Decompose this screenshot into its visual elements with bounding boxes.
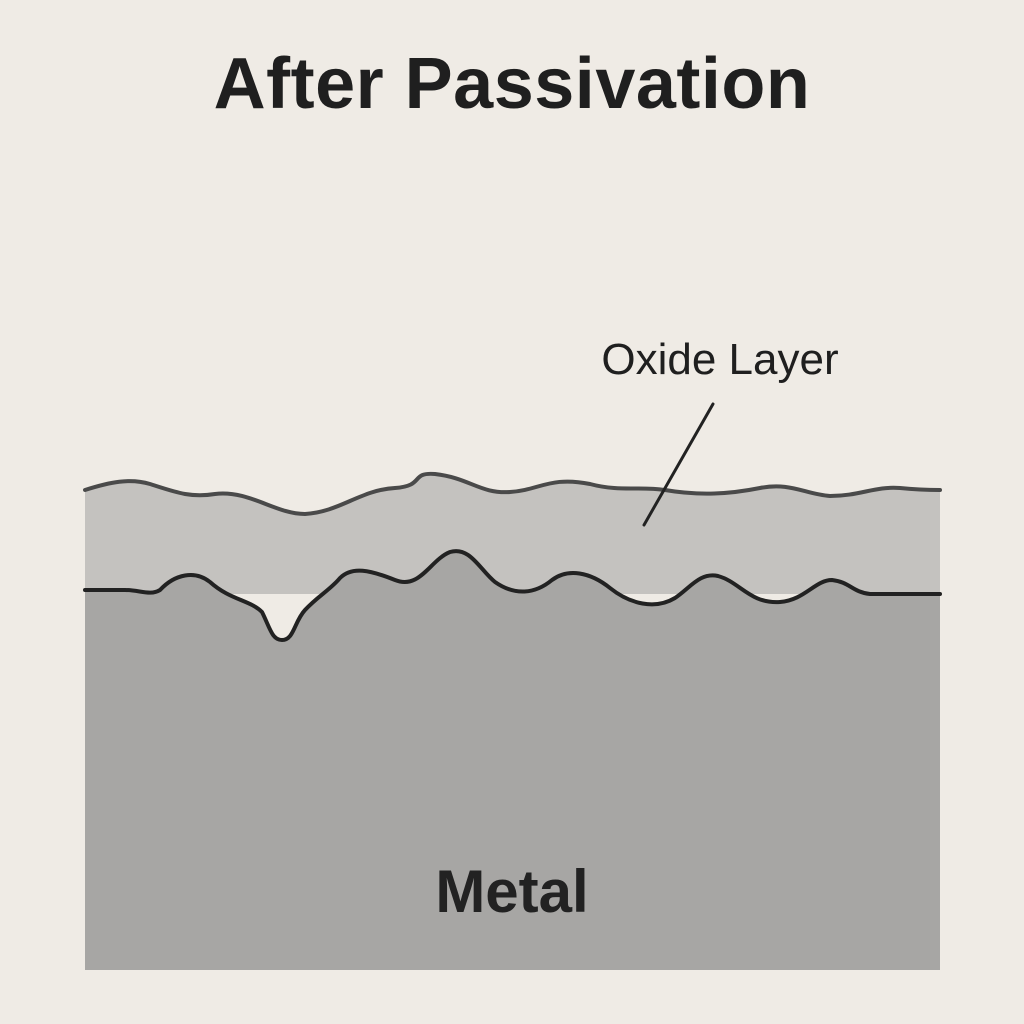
metal-oxide-interface-line (83, 549, 942, 642)
metal-region (85, 551, 940, 970)
diagram-title: After Passivation (213, 44, 811, 124)
oxide-layer-label: Oxide Layer (601, 335, 839, 384)
oxide-layer-region (85, 473, 940, 594)
metal-label: Metal (435, 858, 589, 925)
oxide-surface-line (83, 471, 942, 517)
oxide-label-leader-line (642, 402, 715, 527)
